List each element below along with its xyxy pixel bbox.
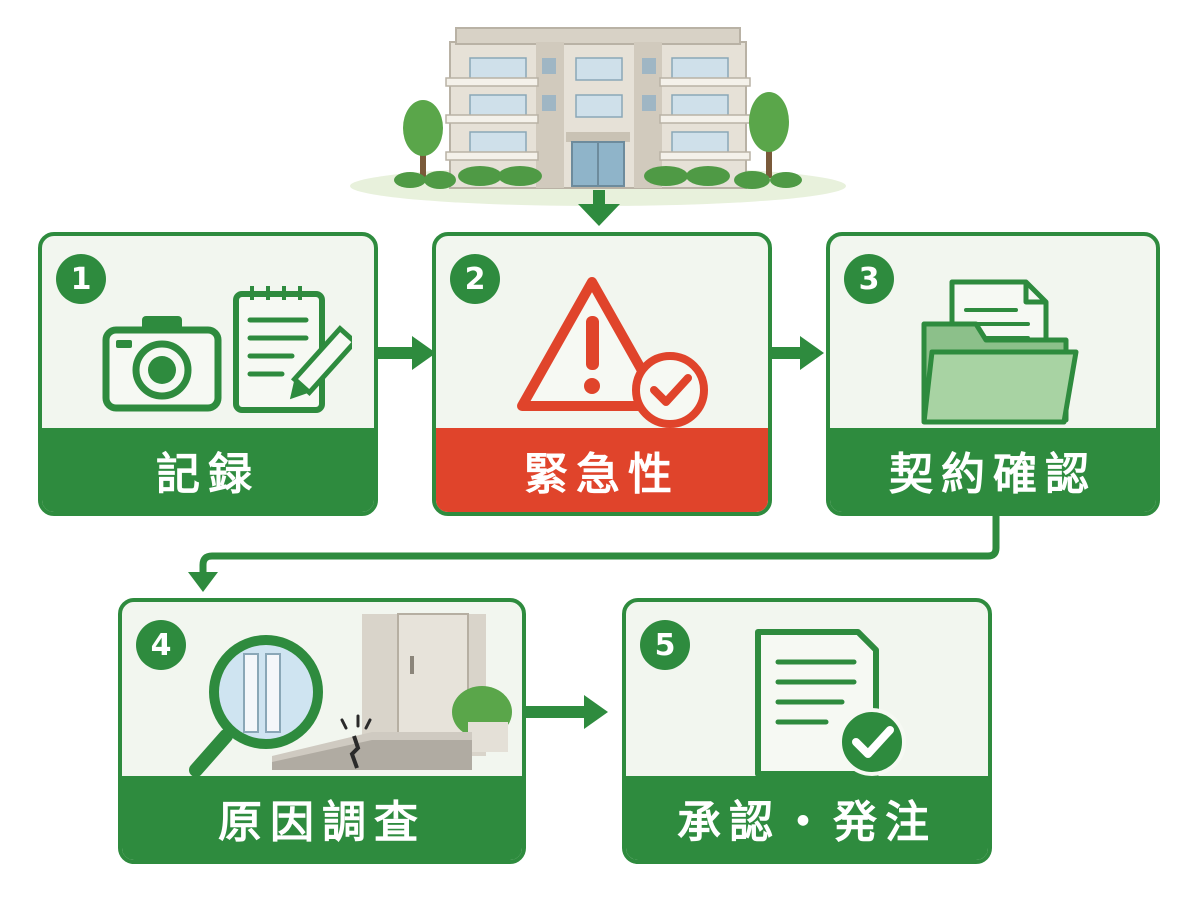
magnifier-crack-icon <box>189 613 512 777</box>
step-number-badge: 2 <box>450 254 500 304</box>
step-label: 記録 <box>42 428 374 512</box>
step-label: 原因調査 <box>122 776 522 860</box>
step-card-urgency: 2 緊急性 <box>432 232 772 516</box>
step-card-cause-investigation: 4 原因調査 <box>118 598 526 864</box>
approved-document-icon <box>755 629 906 777</box>
step-number-badge: 5 <box>640 620 690 670</box>
step-label: 契約確認 <box>830 428 1156 512</box>
step-number-badge: 4 <box>136 620 186 670</box>
step-card-contract-check: 3 契約確認 <box>826 232 1160 516</box>
step-label: 緊急性 <box>436 428 768 512</box>
step-label: 承認・発注 <box>626 776 988 860</box>
step-number-badge: 1 <box>56 254 106 304</box>
camera-and-notepad-icon <box>102 286 352 413</box>
folder-document-icon <box>921 279 1079 425</box>
step-number-badge: 3 <box>844 254 894 304</box>
warning-check-icon <box>517 277 708 428</box>
step-card-record: 1 記録 <box>38 232 378 516</box>
step-card-approval-order: 5 承認・発注 <box>622 598 992 864</box>
